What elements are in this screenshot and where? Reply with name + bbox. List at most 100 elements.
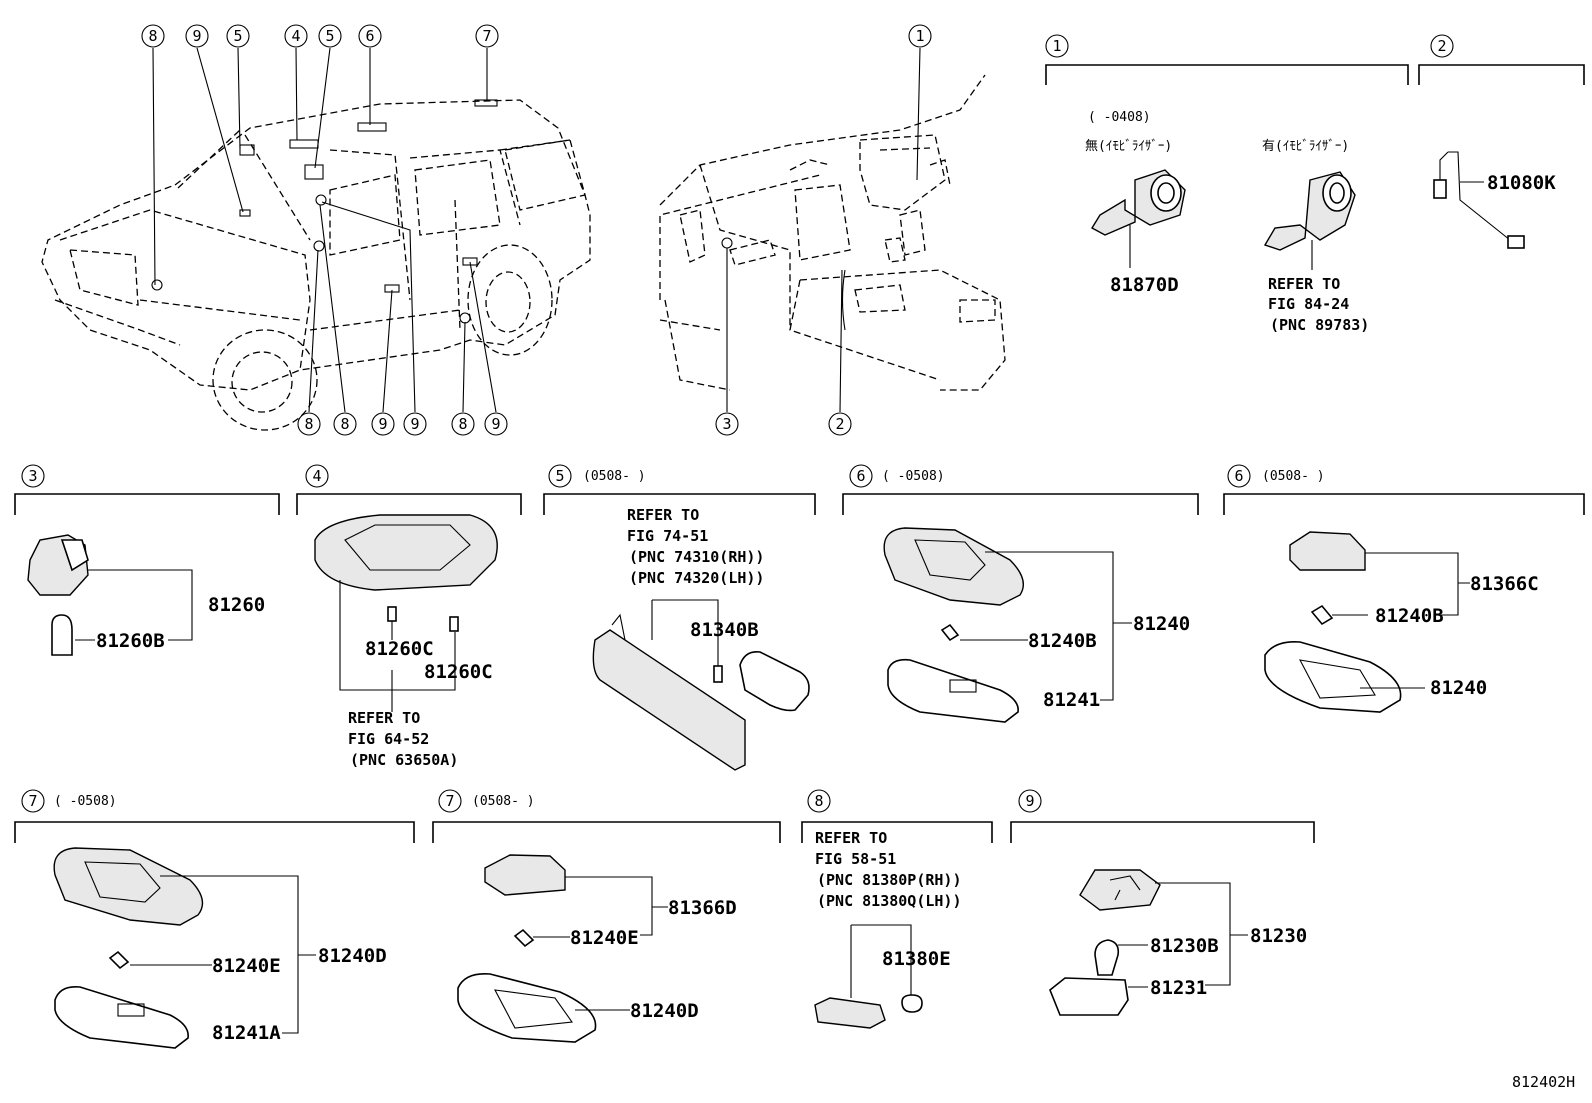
callout: 8	[297, 412, 321, 436]
svg-text:3: 3	[722, 415, 731, 433]
svg-text:81240E: 81240E	[570, 927, 639, 949]
ignition-switch-cylinder-immobilizer	[1263, 171, 1356, 270]
section-7-late: 7 (0508- ) 81240E 81366D 81240D	[432, 789, 781, 1043]
bulb	[51, 614, 73, 656]
svg-text:7: 7	[445, 792, 454, 810]
lamp-housing	[1264, 640, 1402, 713]
svg-text:81230: 81230	[1250, 925, 1307, 947]
svg-text:1: 1	[1052, 37, 1061, 55]
callout: 2	[828, 412, 852, 436]
svg-text:81230B: 81230B	[1150, 935, 1219, 957]
svg-text:9: 9	[410, 415, 419, 433]
bulb	[387, 606, 459, 632]
svg-text:有(ｲﾓﾋﾞﾗｲｻﾞｰ): 有(ｲﾓﾋﾞﾗｲｻﾞｰ)	[1262, 139, 1349, 154]
svg-text:9: 9	[378, 415, 387, 433]
callout: 9	[484, 412, 508, 436]
svg-text:2: 2	[835, 415, 844, 433]
callout: 1	[908, 24, 932, 48]
svg-text:REFER TO: REFER TO	[1268, 275, 1340, 293]
svg-text:81260: 81260	[208, 594, 265, 616]
svg-text:(PNC 63650A): (PNC 63650A)	[350, 751, 458, 769]
svg-text:( -0408): ( -0408)	[1088, 110, 1151, 125]
svg-text:81870D: 81870D	[1110, 274, 1179, 296]
svg-text:REFER TO: REFER TO	[348, 709, 420, 727]
svg-text:(0508- ): (0508- )	[472, 794, 535, 809]
svg-text:81240B: 81240B	[1375, 605, 1444, 627]
svg-text:9: 9	[1025, 792, 1034, 810]
svg-text:5: 5	[233, 27, 242, 45]
svg-text:81240: 81240	[1133, 613, 1190, 635]
callout: 9	[371, 412, 395, 436]
roof-console-lamp	[314, 514, 498, 591]
map-lamp	[883, 527, 1024, 606]
svg-text:81366C: 81366C	[1470, 573, 1539, 595]
callout: 4	[284, 24, 308, 48]
svg-text:( -0508): ( -0508)	[882, 469, 945, 484]
section-6-early: 6 ( -0508) 81240B 81240 81241	[842, 464, 1199, 723]
callout: 7	[475, 24, 499, 48]
svg-text:81380E: 81380E	[882, 948, 951, 970]
svg-text:FIG 64-52: FIG 64-52	[348, 730, 429, 748]
svg-text:6: 6	[1234, 467, 1243, 485]
lamp-lens	[1049, 977, 1129, 1016]
vehicle-callouts: 8 9 5 4 5 6 7 8 8 9 9 8 9	[141, 24, 508, 436]
svg-text:9: 9	[192, 27, 201, 45]
section-4: 4 81260C 81260C REFER TO FIG 64-52 (PNC …	[296, 464, 522, 769]
svg-text:8: 8	[458, 415, 467, 433]
callout: 6	[358, 24, 382, 48]
svg-text:6: 6	[365, 27, 374, 45]
svg-text:(PNC 74310(RH)): (PNC 74310(RH))	[629, 548, 764, 566]
svg-text:81260B: 81260B	[96, 630, 165, 652]
svg-text:8: 8	[340, 415, 349, 433]
ignition-switch-cylinder	[1091, 169, 1186, 268]
svg-text:3: 3	[28, 467, 37, 485]
svg-text:(PNC 81380Q(LH)): (PNC 81380Q(LH))	[817, 892, 962, 910]
svg-text:81340B: 81340B	[690, 619, 759, 641]
svg-text:7: 7	[28, 792, 37, 810]
svg-text:8: 8	[148, 27, 157, 45]
courtesy-lamp	[814, 997, 886, 1029]
svg-text:5: 5	[555, 467, 564, 485]
section-2: 2 81080K	[1418, 34, 1585, 249]
svg-text:81241A: 81241A	[212, 1022, 281, 1044]
svg-text:1: 1	[915, 27, 924, 45]
lamp-unit	[1289, 531, 1366, 571]
svg-text:FIG 74-51: FIG 74-51	[627, 527, 708, 545]
lamp-lens	[887, 658, 1019, 723]
svg-text:81240: 81240	[1430, 677, 1487, 699]
bulb	[940, 623, 960, 642]
step-lamp	[1079, 869, 1161, 911]
ignition-key-lamp	[27, 534, 89, 596]
svg-text:無(ｲﾓﾋﾞﾗｲｻﾞｰ): 無(ｲﾓﾋﾞﾗｲｻﾞｰ)	[1085, 139, 1172, 154]
svg-text:FIG 84-24: FIG 84-24	[1268, 295, 1349, 313]
svg-text:4: 4	[312, 467, 321, 485]
room-lamp	[53, 847, 204, 926]
svg-text:81260C: 81260C	[424, 661, 493, 683]
bulb	[1094, 939, 1120, 976]
sun-visor	[592, 613, 746, 771]
transponder-key-amplifier	[1433, 151, 1525, 249]
svg-text:81240D: 81240D	[318, 945, 387, 967]
svg-text:81080K: 81080K	[1487, 172, 1556, 194]
svg-text:81240E: 81240E	[212, 955, 281, 977]
svg-text:(PNC 89783): (PNC 89783)	[1270, 316, 1369, 334]
vanity-mirror-lamp	[713, 650, 810, 712]
lamp-lens	[54, 985, 189, 1049]
section-9: 9 81230B 81230 81231	[1010, 789, 1315, 1016]
section-8: 8 REFER TO FIG 58-51 (PNC 81380P(RH)) (P…	[801, 789, 993, 1029]
vehicle-overview	[41, 47, 591, 431]
callout: 5	[226, 24, 250, 48]
svg-text:2: 2	[1437, 37, 1446, 55]
lamp-unit	[484, 854, 566, 896]
section-6-late: 6 (0508- ) 81240B 81366C 81240	[1223, 464, 1585, 713]
bulb	[108, 950, 130, 970]
svg-text:8: 8	[304, 415, 313, 433]
svg-text:9: 9	[491, 415, 500, 433]
callout: 3	[715, 412, 739, 436]
section-1: 1 ( -0408) 無(ｲﾓﾋﾞﾗｲｻﾞｰ) 有(ｲﾓﾋﾞﾗｲｻﾞｰ) 818…	[1045, 34, 1409, 334]
svg-text:8: 8	[814, 792, 823, 810]
svg-text:(0508- ): (0508- )	[1262, 469, 1325, 484]
svg-text:FIG 58-51: FIG 58-51	[815, 850, 896, 868]
bulb	[1310, 604, 1334, 626]
